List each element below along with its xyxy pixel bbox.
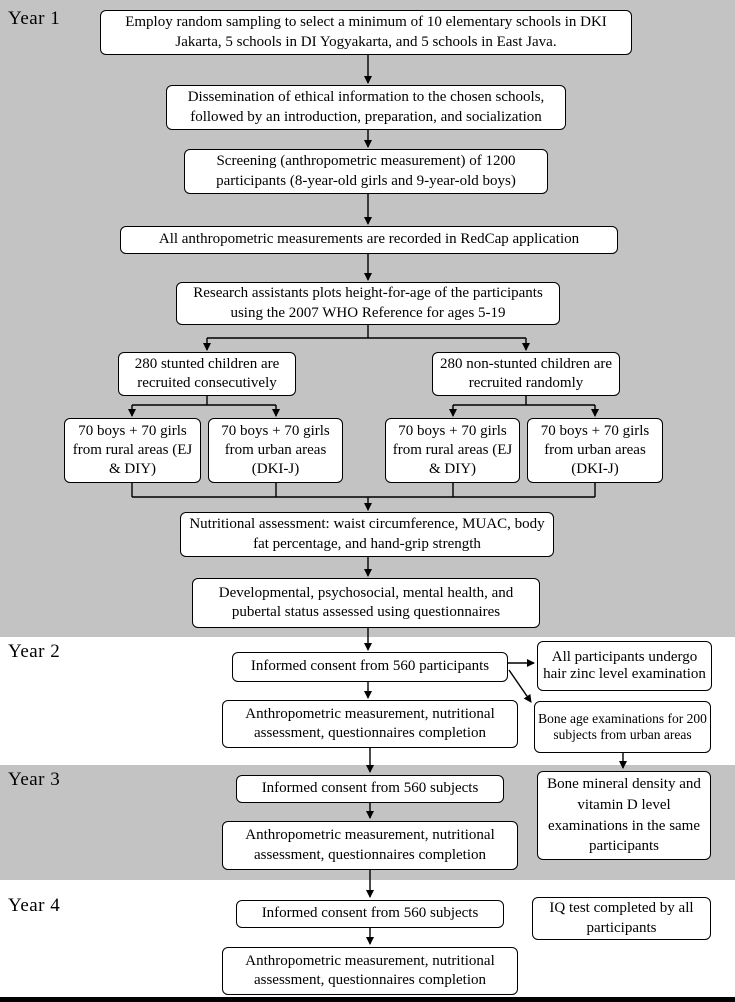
box-random-sampling: Employ random sampling to select a minim… bbox=[100, 10, 632, 55]
box-urban-nonstunted-group: 70 boys + 70 girls from urban areas (DKI… bbox=[527, 418, 663, 483]
box-year4-measurement: Anthropometric measurement, nutritional … bbox=[222, 947, 518, 995]
box-year2-consent: Informed consent from 560 participants bbox=[232, 652, 508, 682]
box-bone-mineral-density: Bone mineral density and vitamin D level… bbox=[537, 771, 711, 860]
box-screening: Screening (anthropometric measurement) o… bbox=[184, 149, 548, 194]
box-iq-test: IQ test completed by all participants bbox=[532, 897, 711, 940]
box-non-stunted-recruited: 280 non-stunted children are recruited r… bbox=[432, 352, 620, 396]
bottom-border-line bbox=[0, 997, 735, 1002]
box-bone-age-exam: Bone age examinations for 200 subjects f… bbox=[534, 701, 711, 753]
year-2-label: Year 2 bbox=[8, 641, 61, 662]
box-rural-nonstunted-group: 70 boys + 70 girls from rural areas (EJ … bbox=[385, 418, 520, 483]
box-rural-stunted-group: 70 boys + 70 girls from rural areas (EJ … bbox=[64, 418, 201, 483]
box-year4-consent: Informed consent from 560 subjects bbox=[236, 900, 504, 928]
year-3-label: Year 3 bbox=[8, 769, 61, 790]
year-1-label: Year 1 bbox=[8, 8, 61, 29]
box-year3-measurement: Anthropometric measurement, nutritional … bbox=[222, 821, 518, 870]
box-who-reference-plot: Research assistants plots height-for-age… bbox=[176, 282, 560, 325]
box-year2-measurement: Anthropometric measurement, nutritional … bbox=[222, 700, 518, 748]
box-developmental-assessment: Developmental, psychosocial, mental heal… bbox=[192, 578, 540, 628]
box-nutritional-assessment: Nutritional assessment: waist circumfere… bbox=[180, 512, 554, 557]
box-stunted-recruited: 280 stunted children are recruited conse… bbox=[118, 352, 296, 396]
box-urban-stunted-group: 70 boys + 70 girls from urban areas (DKI… bbox=[208, 418, 343, 483]
box-year3-consent: Informed consent from 560 subjects bbox=[236, 775, 504, 803]
box-ethical-dissemination: Dissemination of ethical information to … bbox=[166, 85, 566, 130]
box-redcap-recording: All anthropometric measurements are reco… bbox=[120, 226, 618, 254]
year-4-label: Year 4 bbox=[8, 895, 61, 916]
box-hair-zinc-exam: All participants undergo hair zinc level… bbox=[537, 641, 712, 691]
